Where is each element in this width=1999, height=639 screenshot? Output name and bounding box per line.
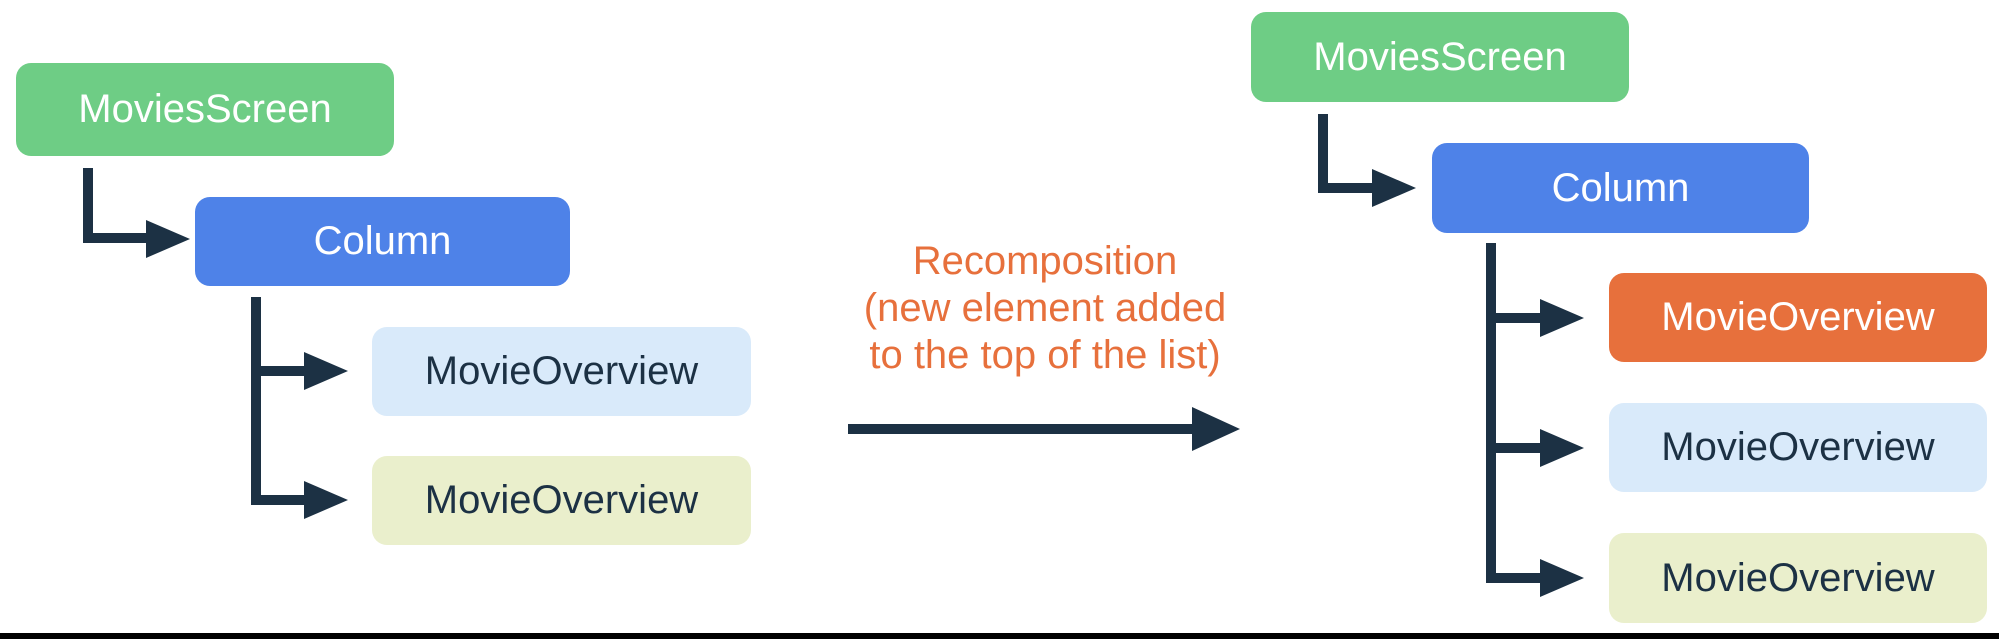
left-column-node: Column [195, 197, 570, 286]
left-moviesscreen-node: MoviesScreen [16, 63, 394, 156]
arrowhead-icon [304, 352, 348, 390]
recomposition-label-line: (new element added [863, 286, 1227, 330]
left-branch-connector [251, 495, 308, 505]
left-elbow-connector [83, 233, 150, 243]
right-branch-connector [1486, 573, 1546, 583]
arrowhead-icon [1192, 407, 1240, 451]
right-movieoverview-node-2: MovieOverview [1609, 403, 1987, 492]
recomposition-label-line: to the top of the list) [869, 333, 1221, 377]
right-elbow-connector [1318, 183, 1378, 193]
left-branch-connector [251, 366, 308, 376]
left-elbow-connector [83, 168, 93, 243]
left-movieoverview-node-1: MovieOverview [372, 327, 751, 416]
right-branch-connector [1486, 443, 1546, 453]
right-movieoverview-node-3: MovieOverview [1609, 533, 1987, 623]
recomposition-label-line: Recomposition [912, 239, 1178, 283]
bottom-border-line [0, 633, 1999, 639]
left-children-connector [251, 297, 261, 505]
arrowhead-icon [304, 481, 348, 519]
right-moviesscreen-node: MoviesScreen [1251, 12, 1629, 102]
arrowhead-icon [1540, 299, 1584, 337]
recomposition-label: Recomposition (new element added to the … [820, 238, 1270, 379]
right-movieoverview-node-new: MovieOverview [1609, 273, 1987, 362]
right-column-node: Column [1432, 143, 1809, 233]
arrowhead-icon [1540, 429, 1584, 467]
arrowhead-icon [1372, 169, 1416, 207]
right-elbow-connector [1318, 114, 1328, 193]
right-children-connector [1486, 243, 1496, 583]
right-branch-connector [1486, 313, 1546, 323]
arrowhead-icon [146, 220, 190, 258]
arrowhead-icon [1540, 559, 1584, 597]
left-movieoverview-node-2: MovieOverview [372, 456, 751, 545]
recomposition-arrow-line [848, 424, 1192, 434]
